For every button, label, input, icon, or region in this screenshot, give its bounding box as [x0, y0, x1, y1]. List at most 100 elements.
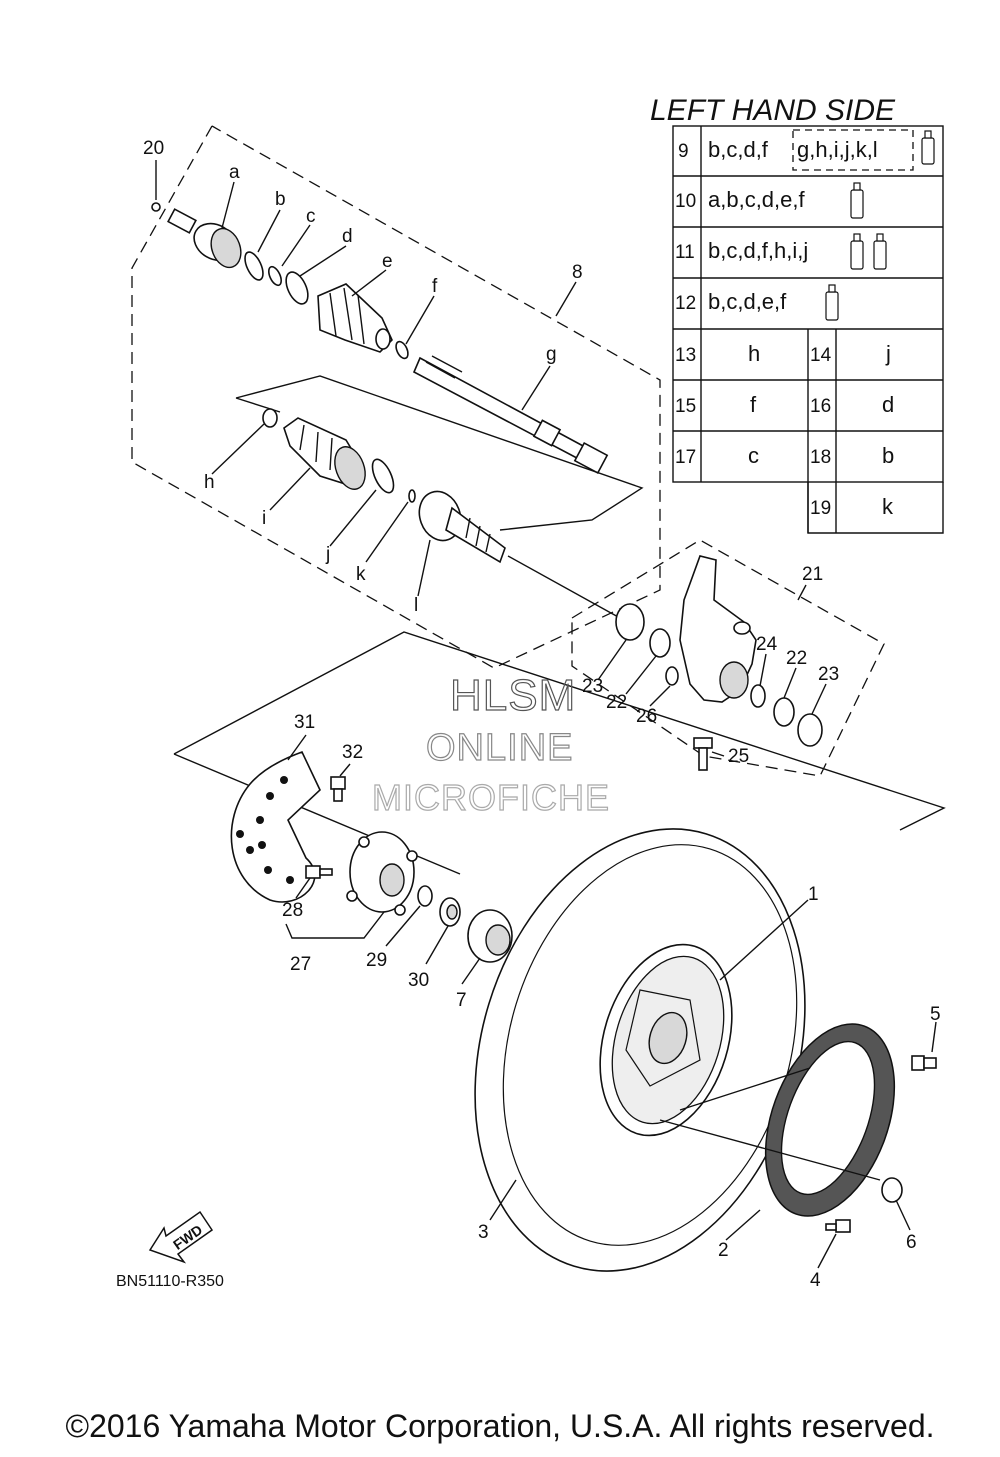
grease-tube-icon [873, 233, 887, 270]
row-13-value: h [748, 341, 760, 366]
washer-29 [417, 885, 433, 907]
callout-32: 32 [342, 742, 363, 763]
grease-tube-icon [850, 182, 864, 219]
ring-k [408, 489, 416, 503]
callout-l: l [414, 595, 418, 616]
callout-5: 5 [930, 1004, 941, 1025]
row-17-value: c [748, 443, 759, 468]
callout-g: g [546, 344, 557, 365]
wheel-tire [474, 828, 806, 1272]
nut-30 [439, 897, 461, 927]
bolt-4 [825, 1219, 851, 1233]
row-16-value: d [882, 392, 894, 417]
callout-20: 20 [143, 138, 164, 159]
row-14-value: j [885, 341, 891, 366]
seal-22b [773, 697, 795, 727]
callout-6: 6 [906, 1232, 917, 1253]
callout-8: 8 [572, 262, 583, 283]
band-h [262, 408, 278, 428]
boot-e [317, 283, 393, 353]
callout-2: 2 [718, 1240, 729, 1261]
fwd-arrow-icon: FWD [148, 1210, 214, 1264]
row-18-value: b [882, 443, 894, 468]
watermark: HLSM ONLINE MICROFICHE [371, 670, 609, 818]
shaft-g [412, 355, 609, 475]
row-11-text: b,c,d,f,h,i,j [708, 238, 808, 263]
hub-parts [230, 750, 513, 963]
boxed-group-outline [792, 129, 914, 171]
row-18-number: 18 [810, 447, 831, 468]
cv-joint-a [167, 208, 242, 269]
ring-c [268, 265, 282, 287]
brake-disc-31 [230, 750, 321, 903]
callout-28: 28 [282, 900, 303, 921]
callout-f: f [432, 276, 438, 297]
callout-d: d [342, 226, 353, 247]
seal-22 [649, 628, 671, 658]
callout-7: 7 [456, 990, 467, 1011]
callout-21: 21 [802, 564, 823, 585]
row-9-number: 9 [678, 141, 689, 162]
callout-23: 23 [582, 676, 603, 697]
callout-23-right: 23 [818, 664, 839, 685]
callout-h: h [204, 472, 215, 493]
row-12-number: 12 [675, 293, 696, 314]
row-10-number: 10 [675, 191, 696, 212]
callout-4: 4 [810, 1270, 821, 1291]
callout-26: 26 [636, 706, 657, 727]
leader-lines [155, 160, 937, 1269]
bearing-23 [615, 603, 645, 641]
row-14-number: 14 [810, 345, 832, 366]
hub-7 [467, 909, 513, 963]
watermark-line-2: ONLINE [426, 727, 573, 769]
row-16-number: 16 [810, 396, 831, 417]
callout-labels: 20 a b c d e f g 8 h i j k l 21 23 22 26… [143, 138, 941, 1291]
row-11-number: 11 [675, 242, 695, 263]
callout-e: e [382, 251, 393, 272]
callout-29: 29 [366, 950, 387, 971]
callout-31: 31 [294, 712, 315, 733]
bolt-32 [330, 776, 346, 802]
bearing-23b [797, 713, 823, 747]
knuckle-body [679, 555, 757, 703]
driveshaft-group-outline [131, 125, 661, 669]
row-10-text: a,b,c,d,e,f [708, 187, 806, 212]
nut-6 [881, 1177, 903, 1203]
row-9-boxed-text: g,h,i,j,k,l [797, 137, 878, 162]
circlip-20 [151, 202, 161, 212]
inner-cv-joint-parts [262, 408, 621, 619]
band-d [285, 271, 309, 305]
spacer-24 [750, 684, 766, 708]
callout-30: 30 [408, 970, 429, 991]
callout-25: 25 [728, 746, 749, 767]
row-19-number: 19 [810, 498, 831, 519]
bolt-5 [911, 1055, 937, 1071]
beadlock-ring [764, 1023, 896, 1217]
watermark-line-1: HLSM [450, 671, 576, 720]
row-13-number: 13 [675, 345, 696, 366]
grease-tube-icon [825, 284, 839, 321]
boot-i [283, 417, 366, 490]
callout-j: j [325, 544, 330, 565]
copyright-notice: ©2016 Yamaha Motor Corporation, U.S.A. A… [65, 1408, 935, 1444]
cv-joint-l [418, 490, 506, 564]
stud-28 [305, 865, 333, 879]
callout-22-right: 22 [786, 648, 807, 669]
outer-cv-joint-parts [151, 202, 609, 475]
grease-tube-icon [850, 233, 864, 270]
callout-i: i [262, 508, 266, 529]
callout-22: 22 [606, 692, 627, 713]
ball-joint-25 [693, 737, 713, 771]
knuckle-group [571, 539, 885, 777]
row-9-text: b,c,d,f [708, 137, 769, 162]
row-17-number: 17 [675, 447, 696, 468]
grease-tube-icon [921, 130, 935, 165]
band-f [395, 340, 409, 360]
row-19-value: k [882, 494, 894, 519]
snap-ring-b [244, 251, 264, 281]
callout-27: 27 [290, 954, 311, 975]
hub-27 [346, 831, 418, 916]
row-15-value: f [750, 392, 757, 417]
row-12-text: b,c,d,e,f [708, 289, 787, 314]
